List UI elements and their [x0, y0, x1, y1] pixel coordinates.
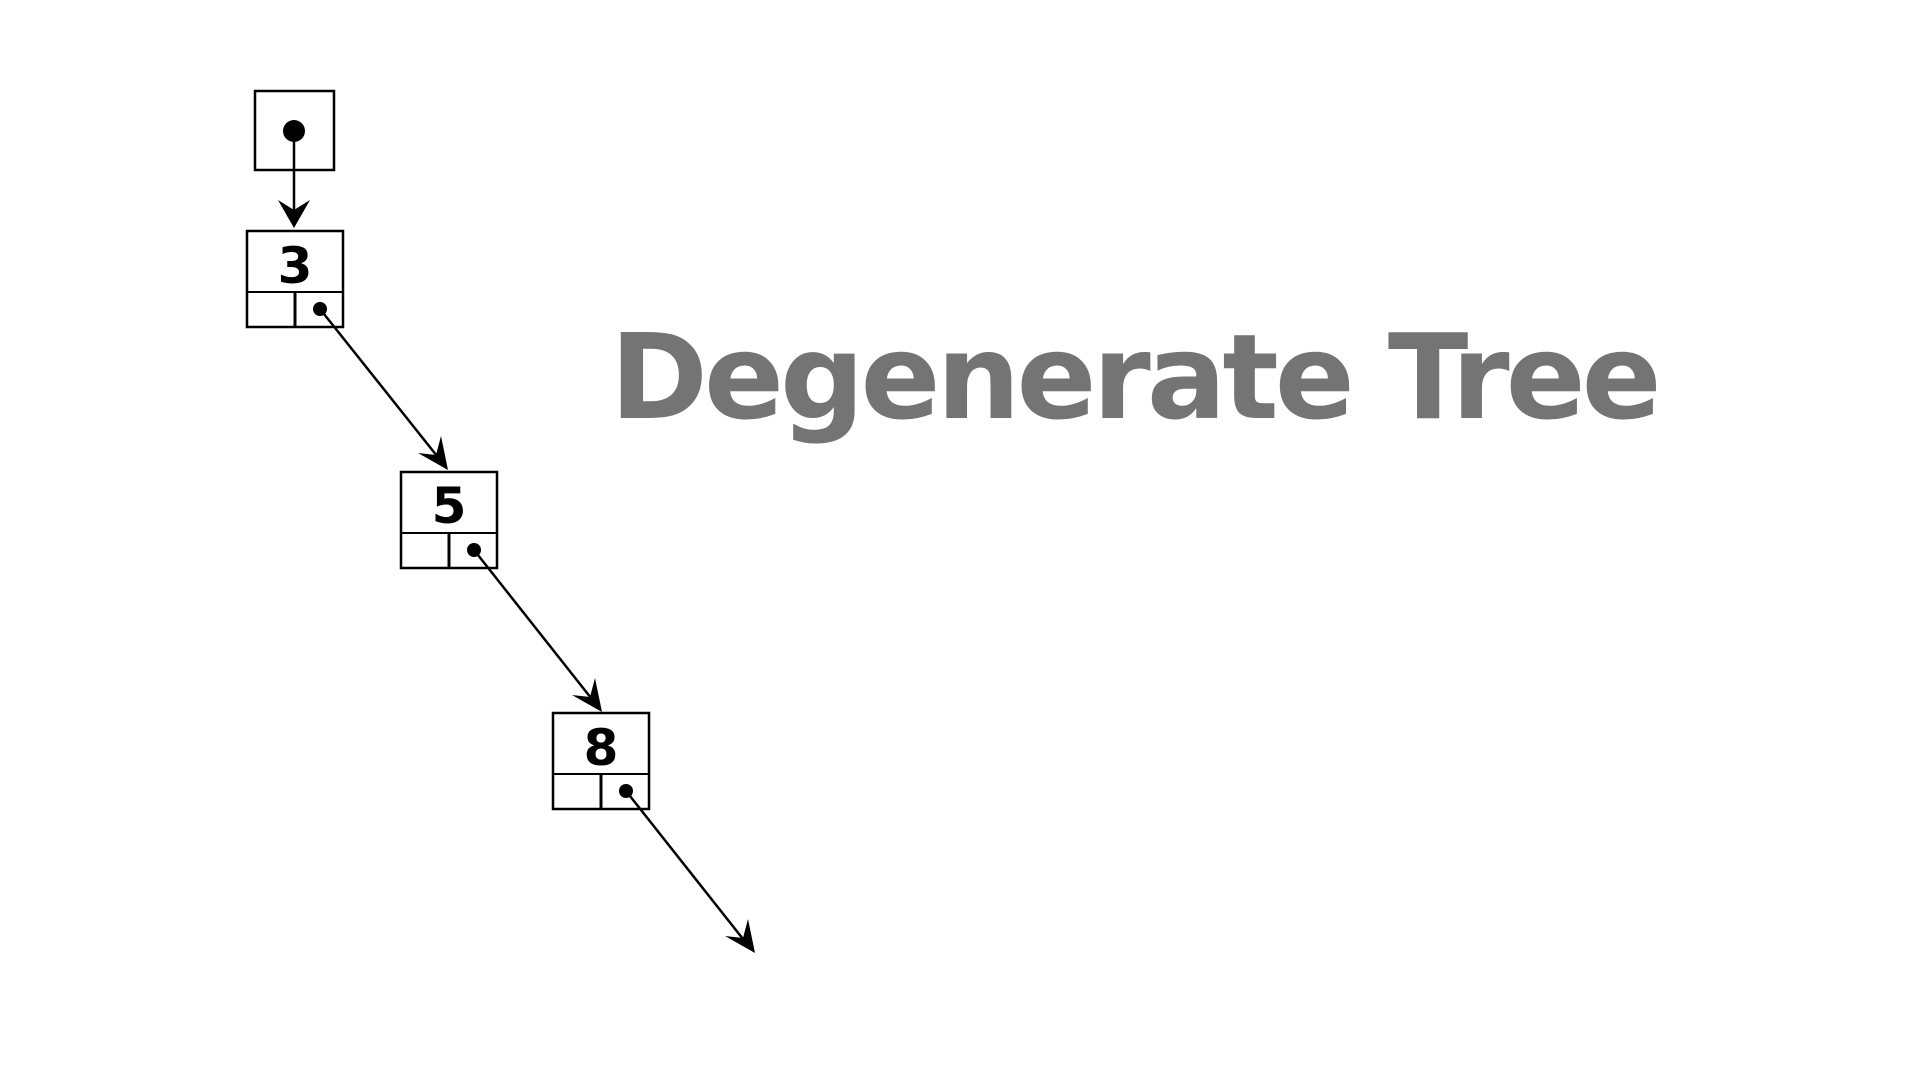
- node-3-value: 3: [278, 237, 313, 295]
- edge-5-to-8: [473, 549, 602, 712]
- edge-5-to-8-arrow-head-icon: [572, 678, 602, 712]
- node-5-value: 5: [432, 477, 467, 535]
- diagram-title: Degenerate Tree: [610, 308, 1662, 446]
- edge-8-arrow-head-icon: [725, 919, 755, 953]
- tree-node-3: 3: [245, 229, 345, 329]
- tree-node-8: 8: [551, 711, 651, 811]
- edge-8-to-next: [625, 790, 755, 953]
- node-8-value: 8: [584, 719, 619, 777]
- tree-node-5: 5: [399, 470, 499, 570]
- edge-3-to-5: [319, 308, 448, 470]
- edge-3-to-5-arrow-head-icon: [418, 436, 448, 470]
- root-arrow-head-icon: [278, 200, 310, 228]
- root-edge: [278, 131, 310, 228]
